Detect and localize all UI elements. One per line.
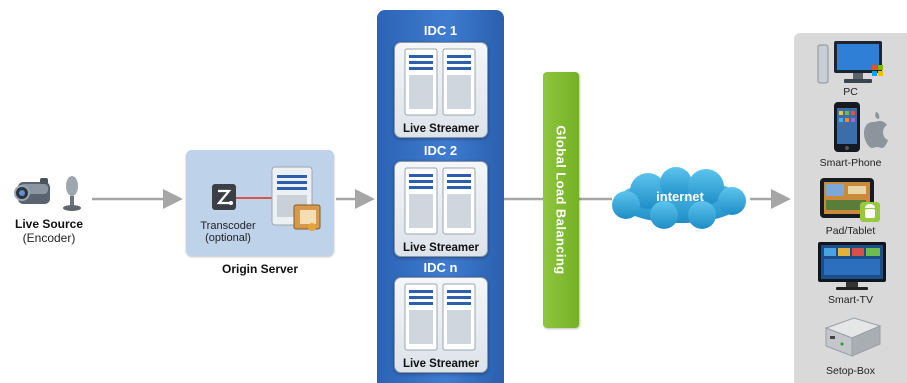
smartphone-icon xyxy=(828,100,888,156)
transcoder-link-line xyxy=(236,197,274,199)
live-source-subtitle: (Encoder) xyxy=(22,231,76,245)
idc-2-live-streamer: Live Streamer xyxy=(394,161,488,257)
idc-2-title: IDC 2 xyxy=(423,143,458,158)
device-label-set-top-box: Setop-Box xyxy=(825,365,876,377)
server-rack-icon xyxy=(404,283,476,351)
global-load-balancing-bar: Global Load Balancing xyxy=(543,72,579,328)
idc-n-streamer-label: Live Streamer xyxy=(402,358,480,370)
camera-microphone-icon xyxy=(10,170,90,214)
glb-label: Global Load Balancing xyxy=(553,125,569,275)
set-top-box-icon xyxy=(820,312,886,362)
smart-tv-icon xyxy=(816,240,888,292)
origin-server-icon xyxy=(268,165,334,237)
device-label-smartphone: Smart-Phone xyxy=(819,157,882,169)
transcoder-label: Transcoder xyxy=(200,220,256,232)
idc-2-streamer-label: Live Streamer xyxy=(402,242,480,254)
idc-1-live-streamer: Live Streamer xyxy=(394,42,488,138)
tablet-icon xyxy=(818,176,882,224)
idc-1-title: IDC 1 xyxy=(423,23,458,38)
live-source-title: Live Source xyxy=(14,217,84,231)
internet-label: internet xyxy=(656,189,704,204)
internet-cloud-icon: internet xyxy=(608,165,752,233)
server-rack-icon xyxy=(404,167,476,235)
device-label-tablet: Pad/Tablet xyxy=(825,225,876,237)
transcoder-icon xyxy=(211,183,237,211)
idc-n-live-streamer: Live Streamer xyxy=(394,277,488,373)
idc-1-streamer-label: Live Streamer xyxy=(402,123,480,135)
origin-server-label: Origin Server xyxy=(221,262,299,276)
device-label-pc: PC xyxy=(843,86,858,98)
device-label-smart-tv: Smart-TV xyxy=(828,294,873,306)
transcoder-optional-label: (optional) xyxy=(205,232,251,244)
idc-n-title: IDC n xyxy=(423,260,458,275)
server-rack-icon xyxy=(404,48,476,116)
pc-icon xyxy=(816,39,886,87)
